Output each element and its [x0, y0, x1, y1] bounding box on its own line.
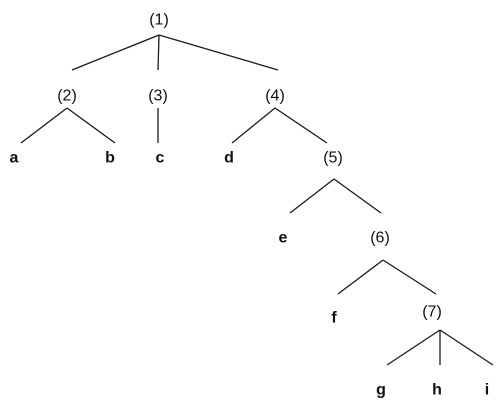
tree-node-labels: (1) (2) (3) (4) (5) (6) (7) a b c d e f g h i [10, 12, 490, 399]
edge-n1-n3 [157, 34, 160, 71]
edge-n4-d [231, 107, 276, 144]
node-label-f: f [331, 310, 337, 327]
node-label-n5: (5) [323, 150, 343, 167]
edge-n7-g [386, 329, 441, 366]
node-label-g: g [376, 382, 386, 399]
node-label-e: e [279, 230, 288, 247]
node-label-n3: (3) [148, 88, 168, 105]
node-label-a: a [10, 150, 19, 167]
edge-n1-n4 [158, 34, 279, 71]
node-label-n6: (6) [370, 230, 390, 247]
node-label-n2: (2) [57, 88, 77, 105]
node-label-n1: (1) [149, 12, 169, 29]
tree-edges [20, 34, 494, 366]
edge-n2-a [20, 107, 68, 144]
edge-n4-n5 [274, 107, 328, 144]
edge-n5-n6 [333, 178, 382, 214]
node-label-c: c [156, 150, 165, 167]
edge-n6-n7 [382, 259, 437, 295]
node-label-b: b [105, 150, 115, 167]
edge-n7-i [439, 329, 494, 366]
node-label-n4: (4) [265, 88, 285, 105]
edge-n5-e [289, 178, 335, 214]
edge-n2-b [66, 107, 116, 144]
node-label-i: i [485, 382, 489, 399]
node-label-d: d [224, 150, 234, 167]
node-label-h: h [432, 382, 442, 399]
edge-n1-n2 [71, 34, 160, 71]
node-label-n7: (7) [422, 304, 442, 321]
edge-n6-f [337, 259, 384, 295]
